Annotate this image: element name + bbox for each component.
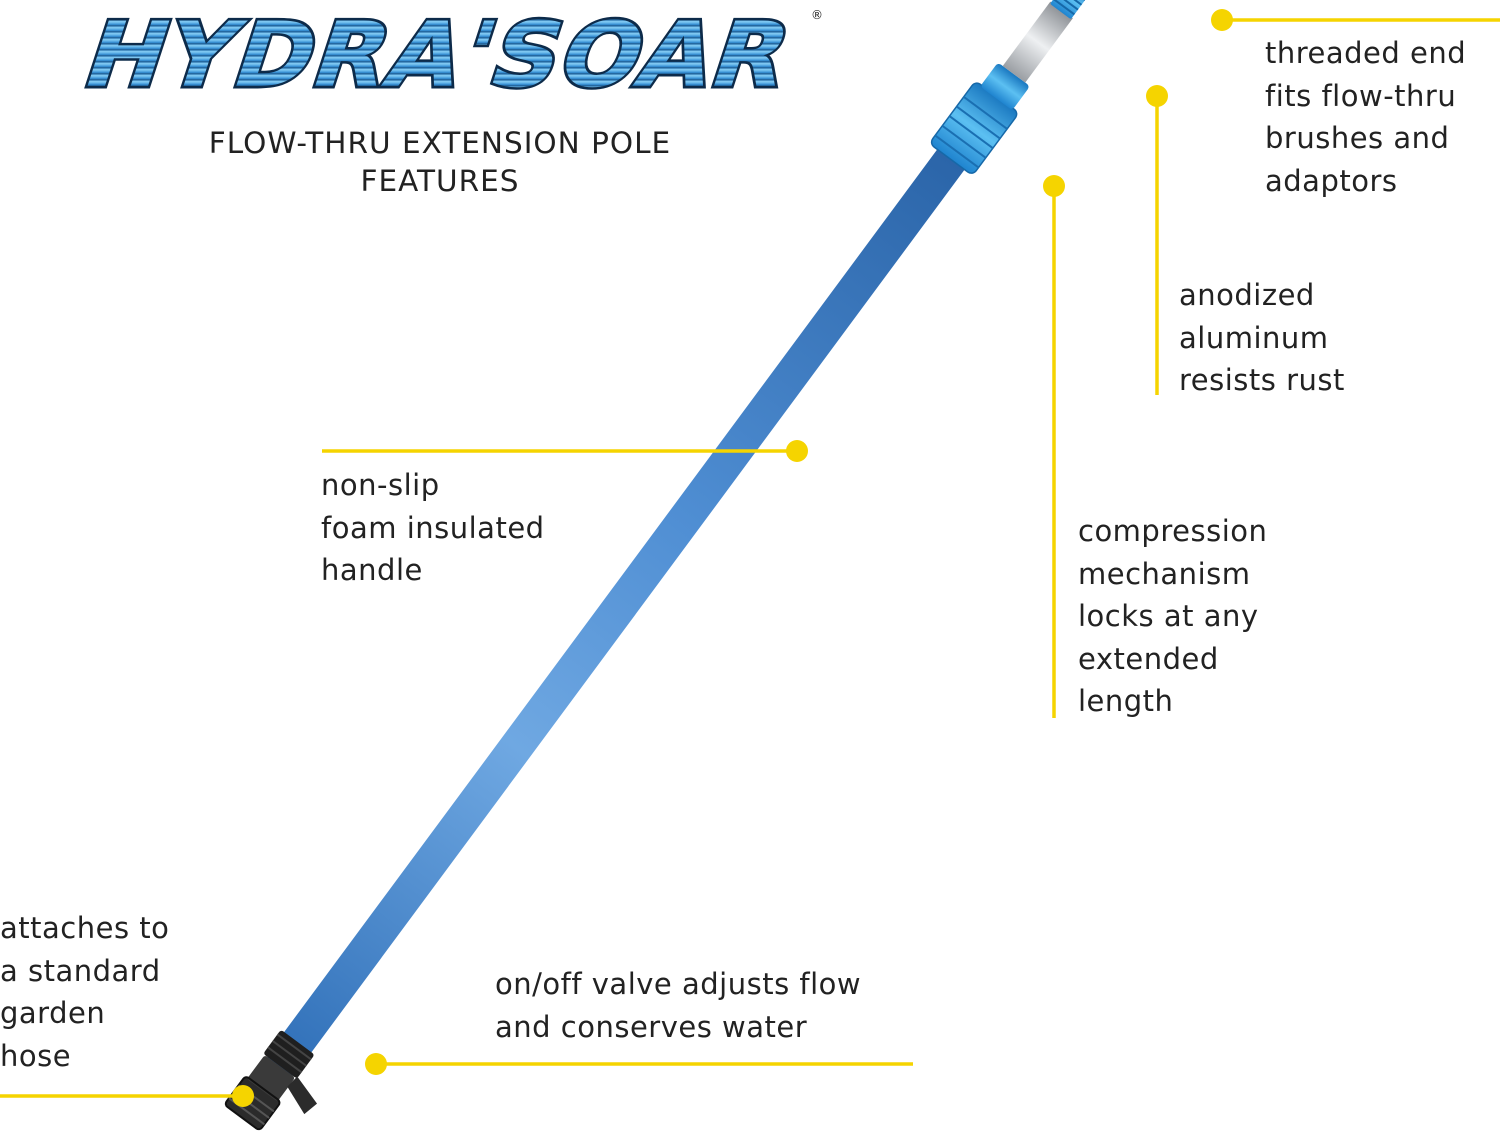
subtitle-line-1: FLOW-THRU EXTENSION POLE — [208, 126, 672, 160]
registered-mark: ® — [811, 8, 823, 22]
aluminum-tube — [1002, 1, 1073, 83]
callout-text: attaches to — [0, 911, 170, 945]
callout-handle: non-slip foam insulated handle — [321, 464, 545, 592]
callout-text: foam insulated — [321, 510, 545, 545]
callout-dot-threaded — [1211, 9, 1233, 31]
page-subtitle: FLOW-THRU EXTENSION POLE FEATURES — [140, 124, 740, 200]
callout-text: aluminum — [1179, 320, 1329, 355]
callout-text: length — [1078, 684, 1174, 718]
pole-handle — [267, 143, 969, 1076]
subtitle-line-2: FEATURES — [360, 164, 520, 198]
callout-dot-valve — [365, 1053, 387, 1075]
callout-text: on/off valve adjusts flow — [495, 967, 862, 1001]
brand-logo: HYDRA'SOAR — [69, 0, 808, 110]
svg-text:HYDRA'SOAR: HYDRA'SOAR — [72, 2, 806, 107]
callout-text: anodized — [1179, 278, 1315, 312]
callout-anodized: anodized aluminum resists rust — [1179, 274, 1345, 402]
callout-text: a standard — [0, 953, 161, 988]
callout-valve: on/off valve adjusts flow and conserves … — [495, 963, 861, 1048]
callout-text: hose — [0, 1038, 72, 1073]
callout-text: mechanism — [1078, 556, 1251, 591]
callout-dot-anodized — [1146, 85, 1168, 107]
callout-text: and conserves water — [495, 1009, 808, 1044]
callout-text: brushes and — [1265, 121, 1450, 155]
callout-text: threaded end — [1265, 36, 1467, 70]
callout-text: adaptors — [1265, 163, 1398, 198]
callout-text: extended — [1078, 641, 1219, 676]
compression-collar — [930, 63, 1029, 174]
callout-text: garden — [0, 996, 106, 1030]
callout-dot-compression — [1043, 175, 1065, 197]
callout-dots — [232, 9, 1233, 1107]
callout-text: compression — [1078, 514, 1268, 548]
callout-threaded-end: threaded end fits flow-thru brushes and … — [1265, 32, 1466, 202]
callout-text: non-slip — [321, 468, 440, 502]
callout-hose: attaches to a standard garden hose — [0, 907, 169, 1077]
callout-text: resists rust — [1179, 363, 1345, 397]
callout-text: handle — [321, 553, 423, 587]
threaded-tip — [1050, 0, 1091, 19]
callout-text: fits flow-thru — [1265, 78, 1457, 113]
callout-lines — [0, 18, 1500, 1098]
callout-dot-hose — [232, 1085, 254, 1107]
callout-dot-handle — [786, 440, 808, 462]
callout-text: locks at any — [1078, 599, 1259, 633]
valve-lever — [287, 1076, 318, 1115]
callout-compression: compression mechanism locks at any exten… — [1078, 510, 1267, 723]
